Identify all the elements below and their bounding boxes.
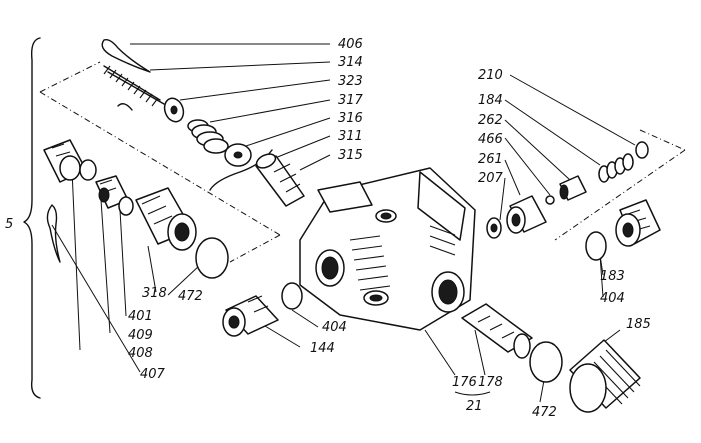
label-472-right: 472: [532, 405, 557, 420]
part-323-washer: [163, 97, 185, 123]
label-178: 178: [478, 375, 503, 390]
label-185: 185: [626, 317, 651, 332]
part-466-ball: [545, 195, 555, 205]
part-317-spring: [187, 119, 229, 154]
part-404-right-ring: [585, 231, 607, 261]
part-261-seat: [506, 195, 547, 234]
part-316-cup: [224, 143, 252, 167]
label-176: 176: [452, 375, 477, 390]
label-401: 401: [128, 309, 153, 324]
part-409-ring: [79, 159, 97, 181]
label-311: 311: [338, 129, 363, 144]
label-261: 261: [478, 152, 503, 167]
part-main-body: [299, 167, 476, 331]
part-183-plug: [615, 199, 661, 247]
part-262-plug: [559, 175, 587, 201]
leader-lines: [39, 43, 686, 403]
part-185-cap: [569, 339, 641, 413]
part-210-ring: [635, 141, 649, 159]
label-184: 184: [478, 93, 503, 108]
label-406: 406: [338, 37, 363, 52]
part-315-plunger: [255, 153, 305, 207]
assembly-brace-5: [23, 37, 41, 399]
part-407-cotter: [46, 204, 61, 263]
part-207-washer: [486, 217, 502, 239]
part-404-mid-ring: [281, 282, 303, 310]
label-315: 315: [338, 148, 363, 163]
label-404-mid: 404: [322, 320, 347, 335]
part-176-178-rod: [461, 303, 533, 359]
label-323: 323: [338, 74, 363, 89]
label-183: 183: [600, 269, 625, 284]
part-314-spring: [103, 65, 165, 111]
label-316: 316: [338, 111, 363, 126]
label-21: 21: [466, 399, 483, 414]
label-408: 408: [128, 346, 153, 361]
label-466: 466: [478, 132, 503, 147]
part-406-cotter-pin: [101, 38, 151, 73]
part-144-union: [222, 295, 279, 337]
label-407: 407: [140, 367, 166, 382]
label-409: 409: [128, 328, 153, 343]
label-314: 314: [338, 55, 363, 70]
label-207: 207: [478, 171, 504, 186]
part-labels: 406 314 323 317 316 311 315 210 184 262 …: [5, 37, 651, 420]
label-5: 5: [5, 217, 13, 232]
label-404-right: 404: [600, 291, 625, 306]
part-472-right-ring: [529, 341, 563, 383]
label-144: 144: [310, 341, 335, 356]
part-184-spring: [598, 153, 634, 183]
label-318: 318: [142, 286, 167, 301]
label-262: 262: [478, 113, 503, 128]
part-401-washer: [118, 196, 134, 216]
part-318-fitting: [135, 187, 197, 251]
part-472-left-ring: [195, 237, 229, 279]
label-472-left: 472: [178, 289, 203, 304]
label-210: 210: [478, 68, 503, 83]
part-408-nut: [43, 139, 87, 183]
label-317: 317: [338, 93, 364, 108]
